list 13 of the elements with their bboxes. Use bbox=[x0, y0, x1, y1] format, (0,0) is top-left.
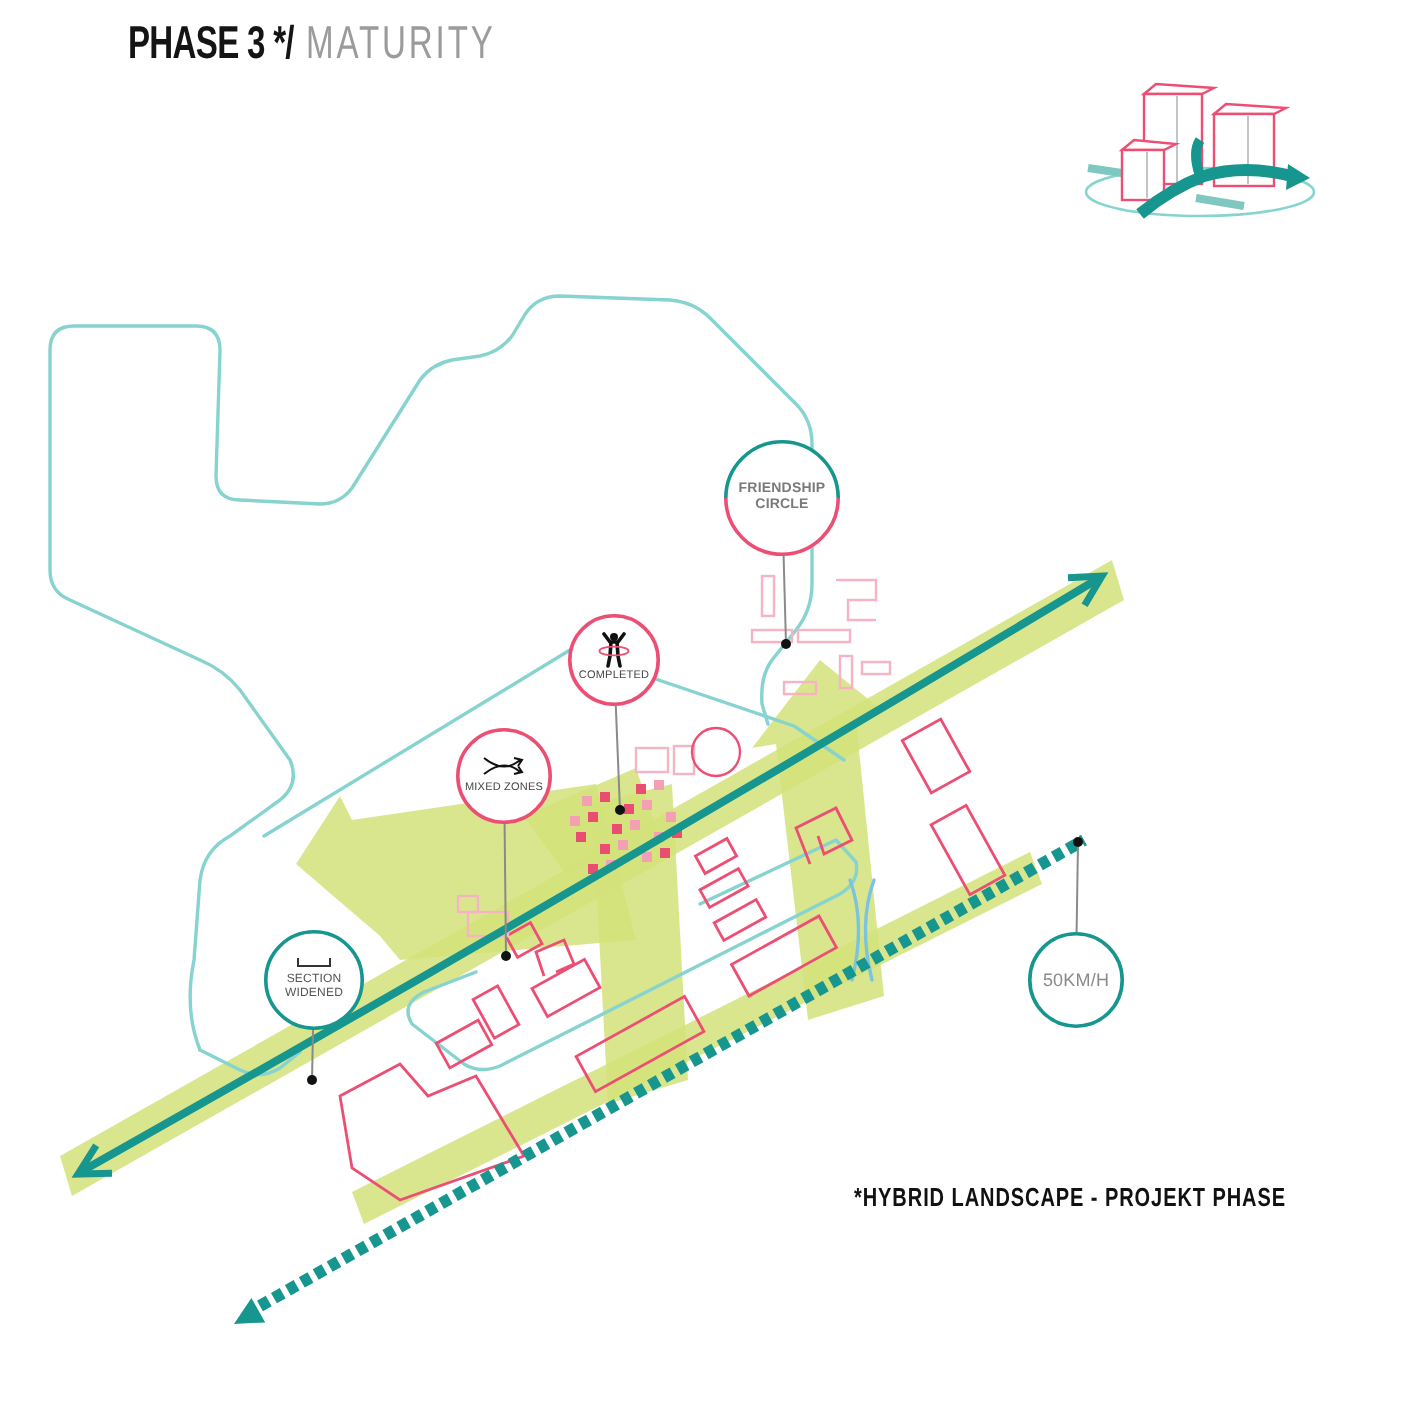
callout-circle bbox=[1028, 932, 1124, 1028]
footnote-text: *HYBRID LANDSCAPE - PROJEKT PHASE bbox=[854, 1182, 1287, 1212]
callout-circle bbox=[568, 614, 660, 706]
leader-line bbox=[307, 1029, 317, 1085]
diagram-title: PHASE 3 */ MATURITY bbox=[128, 16, 496, 70]
callout-label: 50KM/H bbox=[1042, 969, 1110, 991]
leader-line bbox=[614, 705, 625, 815]
leader-line bbox=[781, 555, 791, 649]
leader-line bbox=[501, 823, 511, 961]
callout-circle bbox=[724, 440, 840, 556]
callout-circle bbox=[456, 728, 552, 824]
callout-circle bbox=[264, 930, 364, 1030]
leader-line bbox=[1073, 837, 1083, 933]
